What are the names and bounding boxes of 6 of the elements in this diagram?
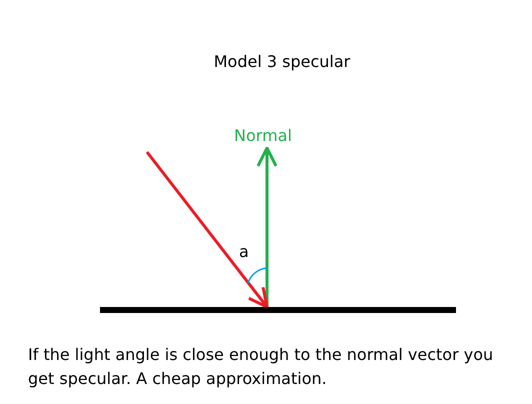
light-ray-arrow — [146, 151, 268, 308]
normal-label: Normal — [225, 124, 301, 148]
angle-label: a — [239, 242, 249, 261]
normal-arrow — [256, 146, 278, 307]
caption-text: If the light angle is close enough to the normal vector you get specular. A cheap approximation. — [28, 344, 494, 390]
diagram-title: Model 3 specular — [212, 52, 352, 71]
